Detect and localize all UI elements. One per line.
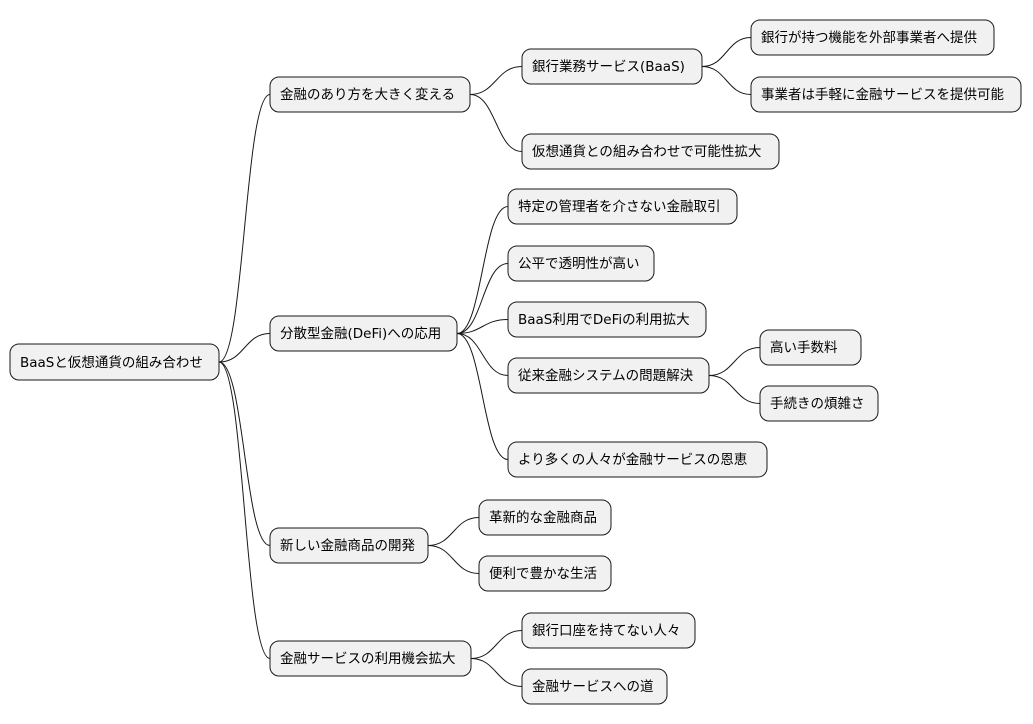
leaf-node-unbanked-people: 銀行口座を持てない人々	[521, 612, 696, 649]
leaf-node-path-to-financial-services: 金融サービスへの道	[521, 668, 668, 705]
connector-line	[456, 206, 509, 334]
svg-text:仮想通貨との組み合わせで可能性拡大: 仮想通貨との組み合わせで可能性拡大	[532, 143, 761, 160]
connector-line	[427, 517, 480, 546]
connector-line	[218, 361, 271, 659]
svg-text:手続きの煩雑さ: 手続きの煩雑さ	[770, 396, 865, 412]
connector-line	[456, 263, 509, 334]
node-legacy-problem-solving: 従来金融システムの問題解決	[507, 357, 710, 394]
connector-line	[456, 319, 509, 334]
connector-lines	[218, 37, 761, 687]
svg-text:高い手数料: 高い手数料	[770, 339, 838, 356]
svg-text:公平で透明性が高い: 公平で透明性が高い	[518, 255, 640, 272]
leaf-node-crypto-combination: 仮想通貨との組み合わせで可能性拡大	[521, 133, 780, 170]
svg-text:BaaS利用でDeFiの利用拡大: BaaS利用でDeFiの利用拡大	[518, 312, 690, 328]
leaf-node-fair-transparent: 公平で透明性が高い	[507, 245, 655, 282]
svg-text:革新的な金融商品: 革新的な金融商品	[489, 510, 597, 526]
connector-line	[218, 361, 271, 546]
leaf-node-no-intermediary: 特定の管理者を介さない金融取引	[507, 188, 738, 225]
connector-line	[218, 94, 271, 363]
svg-text:銀行口座を持てない人々: 銀行口座を持てない人々	[532, 623, 681, 639]
connector-line	[469, 94, 523, 152]
svg-text:新しい金融商品の開発: 新しい金融商品の開発	[280, 538, 415, 554]
svg-text:分散型金融(DeFi)への応用: 分散型金融(DeFi)への応用	[280, 326, 441, 342]
connector-line	[427, 545, 480, 574]
leaf-node-high-fees: 高い手数料	[759, 329, 862, 366]
connector-line	[708, 375, 761, 404]
svg-text:金融サービスへの道: 金融サービスへの道	[532, 679, 654, 695]
leaf-node-convenient-life: 便利で豊かな生活	[478, 555, 612, 592]
connector-line	[456, 333, 509, 376]
svg-text:銀行が持つ機能を外部事業者へ提供: 銀行が持つ機能を外部事業者へ提供	[761, 30, 977, 46]
connector-line	[708, 347, 761, 376]
svg-text:金融サービスの利用機会拡大: 金融サービスの利用機会拡大	[280, 651, 456, 667]
node-baas-banking-service: 銀行業務サービス(BaaS)	[521, 48, 703, 85]
branch-node-access-expansion: 金融サービスの利用機会拡大	[269, 640, 472, 677]
connector-line	[456, 333, 509, 460]
connector-line	[701, 66, 752, 95]
svg-text:事業者は手軽に金融サービスを提供可能: 事業者は手軽に金融サービスを提供可能	[761, 87, 1004, 103]
leaf-node-complex-procedures: 手続きの煩雑さ	[759, 385, 879, 422]
branch-node-finance-transformation: 金融のあり方を大きく変える	[269, 76, 471, 113]
leaf-node-bank-functions-external: 銀行が持つ機能を外部事業者へ提供	[750, 19, 995, 56]
leaf-node-easy-financial-services: 事業者は手軽に金融サービスを提供可能	[750, 76, 1022, 113]
leaf-node-innovative-products: 革新的な金融商品	[478, 499, 612, 536]
branch-node-new-products: 新しい金融商品の開発	[269, 527, 429, 564]
leaf-node-more-people-benefit: より多くの人々が金融サービスの恩恵	[507, 441, 768, 478]
connector-line	[469, 66, 523, 95]
leaf-node-baas-defi-expansion: BaaS利用でDeFiの利用拡大	[507, 301, 707, 338]
svg-text:金融のあり方を大きく変える: 金融のあり方を大きく変える	[280, 86, 455, 103]
root-node: BaaSと仮想通貨の組み合わせ	[9, 343, 220, 381]
svg-text:便利で豊かな生活: 便利で豊かな生活	[489, 566, 597, 582]
connector-line	[470, 630, 523, 659]
svg-text:特定の管理者を介さない金融取引: 特定の管理者を介さない金融取引	[518, 199, 721, 215]
connector-line	[470, 658, 523, 687]
connector-line	[701, 37, 752, 67]
svg-text:より多くの人々が金融サービスの恩恵: より多くの人々が金融サービスの恩恵	[518, 451, 747, 468]
svg-text:従来金融システムの問題解決: 従来金融システムの問題解決	[518, 368, 694, 384]
svg-text:BaaSと仮想通貨の組み合わせ: BaaSと仮想通貨の組み合わせ	[20, 354, 203, 371]
branch-node-defi-application: 分散型金融(DeFi)への応用	[269, 315, 458, 352]
connector-line	[218, 333, 271, 363]
svg-text:銀行業務サービス(BaaS): 銀行業務サービス(BaaS)	[532, 59, 685, 75]
